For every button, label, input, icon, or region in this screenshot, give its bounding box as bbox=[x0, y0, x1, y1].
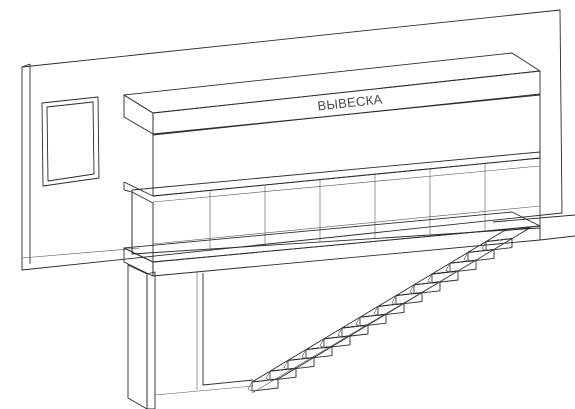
wall-window bbox=[42, 97, 99, 186]
facade-wall bbox=[22, 10, 562, 270]
stair-step bbox=[482, 228, 530, 251]
column-front bbox=[128, 265, 147, 409]
signboard: ВЫВЕСКА bbox=[124, 53, 540, 135]
sign-text: ВЫВЕСКА bbox=[317, 92, 384, 114]
ground-door-opening bbox=[155, 272, 253, 395]
column-side bbox=[147, 272, 155, 409]
staircase bbox=[248, 228, 530, 393]
right-wall-edge bbox=[493, 215, 575, 240]
stair-stringer bbox=[252, 240, 510, 393]
support-column bbox=[128, 265, 155, 409]
signboard-face bbox=[153, 71, 540, 135]
signboard-front bbox=[124, 95, 153, 134]
railing-posts bbox=[210, 158, 540, 250]
